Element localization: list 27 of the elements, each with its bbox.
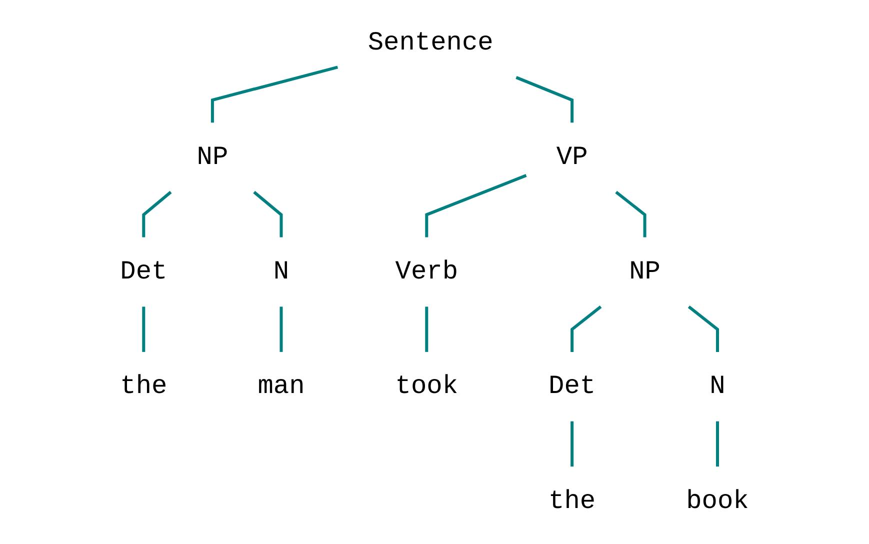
- connector: [425, 306, 428, 352]
- connector: [142, 190, 172, 238]
- connector: [570, 421, 574, 467]
- node-text: Sentence: [368, 27, 494, 58]
- connector: [280, 306, 283, 352]
- node-text: man: [258, 371, 305, 402]
- connector: [716, 421, 719, 467]
- node-text: took: [395, 371, 458, 402]
- node-text: Det: [120, 256, 168, 287]
- node-text: book: [686, 486, 749, 516]
- node-text: NP: [629, 256, 660, 287]
- node-text: N: [710, 371, 726, 402]
- connector: [615, 190, 646, 238]
- connector: [516, 76, 574, 123]
- connector: [142, 306, 146, 352]
- node-text: NP: [196, 142, 228, 172]
- connector: [688, 306, 719, 352]
- connector: [425, 174, 527, 238]
- node-text: the: [548, 486, 596, 516]
- node-text: VP: [556, 142, 588, 172]
- node-text: Det: [548, 371, 596, 402]
- connector: [570, 306, 602, 352]
- connector: [210, 66, 338, 123]
- node-text: N: [273, 256, 290, 287]
- node-text: Verb: [395, 256, 458, 287]
- connector: [253, 190, 283, 238]
- node-text: the: [120, 371, 168, 402]
